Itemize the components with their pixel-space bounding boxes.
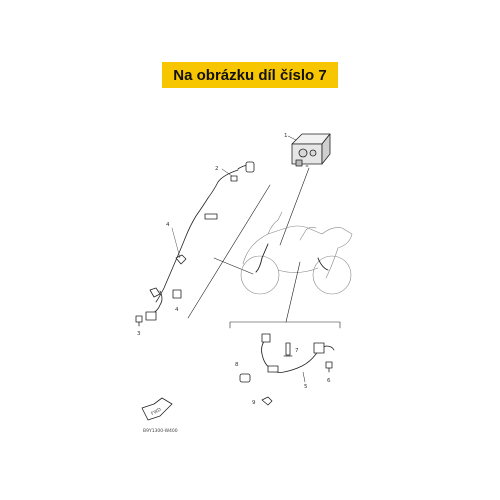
bolt-3[interactable]: [135, 315, 143, 327]
diagram-code: B9Y1300-W400: [143, 428, 178, 434]
fwd-label: FWD: [150, 407, 163, 417]
fwd-arrow-icon: [141, 397, 173, 421]
rear-sensor-harness[interactable]: [261, 333, 335, 373]
clip-7[interactable]: [283, 342, 293, 357]
bolt-6[interactable]: [325, 361, 333, 373]
clamp-lower[interactable]: [172, 289, 182, 299]
abs-unit[interactable]: [291, 133, 331, 167]
callout-6: 6: [327, 378, 331, 384]
callout-7: 7: [295, 348, 299, 354]
callout-1: 1: [284, 133, 288, 139]
callout-2: 2: [215, 166, 219, 172]
motorcycle-silhouette: [240, 211, 353, 295]
clamp-upper[interactable]: [171, 227, 187, 265]
bolt-9[interactable]: [261, 396, 273, 406]
title-banner: Na obrázku díl číslo 7: [162, 62, 338, 88]
callout-8: 8: [235, 362, 239, 368]
grommet-8[interactable]: [239, 373, 251, 383]
callout-4-upper: 4: [166, 222, 170, 228]
callout-5: 5: [304, 384, 308, 390]
callout-4-lower: 4: [175, 307, 179, 313]
callout-3: 3: [137, 331, 141, 337]
front-sensor-harness[interactable]: [145, 161, 255, 321]
callout-9: 9: [252, 400, 256, 406]
